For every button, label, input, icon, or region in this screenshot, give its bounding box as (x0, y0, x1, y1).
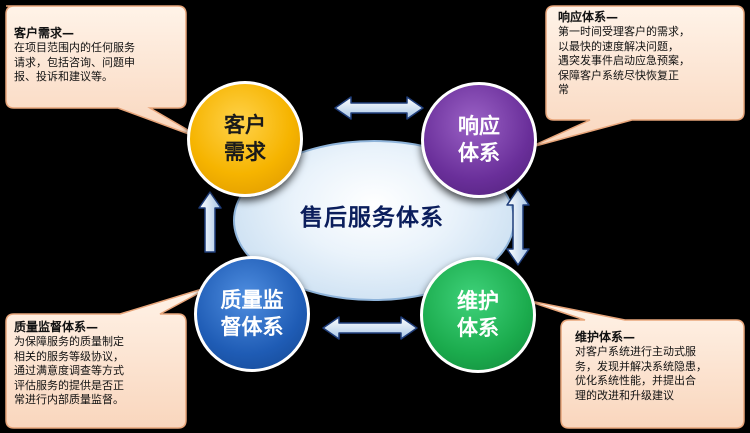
callout-customer-line: 在项目范围内的任何服务 (14, 41, 135, 54)
node-maintenance-line: 维护 (457, 289, 499, 313)
node-customer-line: 客户 (224, 113, 266, 137)
callout-quality-line: 通过满意度调查等方式 (14, 364, 124, 377)
double-arrow-bottom (322, 316, 418, 340)
callout-response-line: 遇突发事件启动应急预案， (558, 54, 690, 67)
callout-customer-line: 请求，包括咨询、问题申 (14, 55, 135, 69)
node-response-system: 响应 体系 (421, 82, 537, 198)
callout-maintenance-line: 对客户系统进行主动式服 (575, 345, 696, 358)
callout-maintenance-line: 理的改进和升级建议 (575, 388, 674, 402)
callout-maintenance-line: 务，发现并解决系统隐患， (575, 359, 707, 373)
callout-quality: 质量监督体系— 为保障服务的质量制定 相关的服务等级协议， 通过满意度调查等方式… (0, 285, 213, 433)
center-label: 售后服务体系 (300, 205, 444, 231)
callout-response-bubble (527, 5, 745, 149)
callout-maintenance-line: 优化系统性能，并提出合 (575, 374, 696, 387)
callout-response-line: 常 (558, 83, 569, 96)
node-maintenance-system: 维护 体系 (420, 257, 536, 373)
node-quality-supervision: 质量监 督体系 (194, 256, 310, 372)
callout-customer-line: 报、投诉和建议等。 (14, 70, 113, 83)
node-quality-line: 督体系 (220, 315, 284, 339)
callout-maintenance: 维护体系— 对客户系统进行主动式服 务，发现并解决系统隐患， 优化系统性能，并提… (524, 299, 750, 433)
node-quality-line: 质量监 (220, 288, 284, 312)
double-arrow-top (334, 96, 424, 120)
callout-maintenance-title: 维护体系— (575, 330, 636, 344)
callout-response-line: 以最快的速度解决问题， (558, 39, 679, 53)
callout-customer: 客户需求— 在项目范围内的任何服务 请求，包括咨询、问题申 报、投诉和建议等。 (0, 0, 206, 141)
callout-response: 响应体系— 第一时间受理客户的需求， 以最快的速度解决问题， 遇突发事件启动应急… (527, 0, 750, 150)
callout-response-line: 第一时间受理客户的需求， (558, 25, 690, 38)
node-customer-demand: 客户 需求 (187, 81, 303, 197)
callout-response-title: 响应体系— (558, 10, 619, 24)
node-maintenance-line: 体系 (457, 316, 499, 340)
callout-quality-title: 质量监督体系— (14, 320, 99, 334)
callout-quality-bubble (5, 285, 213, 429)
callout-customer-title: 客户需求— (14, 26, 75, 40)
callout-quality-line: 相关的服务等级协议， (14, 349, 124, 363)
callout-maintenance-bubble (524, 299, 745, 429)
callout-quality-line: 常进行内部质量监督。 (14, 393, 124, 406)
double-arrow-right (506, 188, 530, 266)
callout-quality-line: 为保障服务的质量制定 (14, 335, 124, 348)
node-response-line: 响应 (458, 114, 500, 138)
callout-quality-line: 评估服务的提供是否正 (14, 378, 124, 392)
node-customer-line: 需求 (224, 140, 266, 164)
callout-response-line: 保障客户系统尽快恢复正 (558, 68, 679, 82)
node-response-line: 体系 (458, 141, 500, 165)
up-arrow-left (198, 191, 222, 253)
